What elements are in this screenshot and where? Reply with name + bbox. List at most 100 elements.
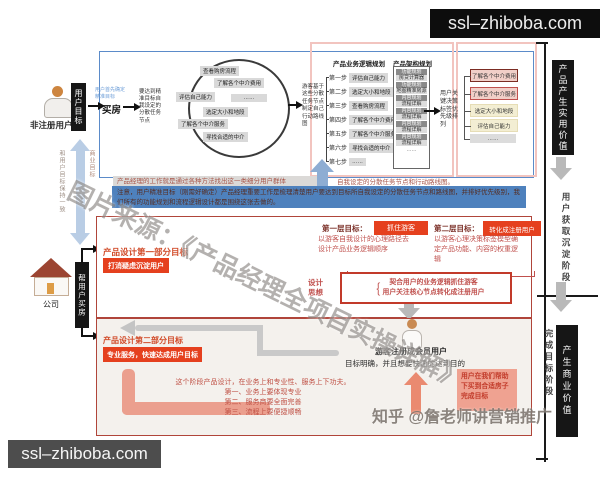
down-arrow-stem — [556, 157, 566, 168]
design-philosophy-text: 契合用户的业务逻辑抓住游客 用户关注核心节点转化成注册用户 — [383, 278, 485, 298]
route-hint: 游客基于这些分散任务节点制定自己行动路线图 — [302, 84, 325, 128]
priority-hint: 用户关键决策标签优先级排列 — [440, 91, 459, 129]
stage-axis-tick — [537, 295, 598, 297]
pm-work-note: 产品经理的工作就是通过各种方法找出这一类细分用户群体 — [113, 176, 319, 187]
arrow-goal-to-buy — [88, 102, 105, 110]
arch-tag: 功能规划 — [396, 82, 427, 88]
arch-value: 流程详解 — [396, 127, 427, 133]
red-up-arrow-stem — [411, 385, 421, 414]
arch-ellipsis: …… — [406, 147, 417, 153]
goal2-label: 第二层目标： — [434, 224, 479, 233]
gray-connector-segment — [257, 325, 263, 356]
top-flow-box — [99, 51, 534, 178]
task-nodes-hint: 要达到精准目标自我设定的分散任务节点 — [139, 89, 162, 124]
priority-chip: 选定大小和地段 — [465, 104, 518, 117]
watermark-bottom-left: ssl–zhiboba.com — [8, 440, 161, 468]
arch-value: 流程详解 — [396, 140, 427, 146]
down-arrow-head — [550, 168, 572, 180]
unregistered-user-label: 非注册用户 — [30, 120, 73, 130]
double-arrow-stem — [75, 151, 85, 233]
step-label: 第一步 — [329, 76, 348, 82]
brace-glyph: ｛ — [367, 281, 381, 297]
down-arrow-head — [398, 308, 420, 320]
self-set-note: 自我设定的分散任务节点和行动路线图。 — [337, 179, 454, 186]
philosophy-line2: 用户关注核心节点转化成注册用户 — [382, 289, 485, 296]
arch-tag: 功能规划 — [396, 69, 427, 75]
arch-item: 功能规划地图精准房源 — [396, 82, 427, 94]
priority-chip: 了解各个中介服务 — [465, 87, 518, 100]
arch-item: 内容规划流程详解 — [396, 134, 427, 146]
note-banner: 注意，用户精准目标（刚需好确定）产品经理重要工作是梳理清楚用户要达到目标所自我设… — [112, 186, 526, 208]
circle-task-chip: 查看购房流程 — [200, 66, 240, 76]
arch-tag: 内容规划 — [396, 121, 427, 127]
goal-complete-note: 用户在我们帮助下买到合适房子完成目标 — [457, 369, 517, 411]
arrow-arch-to-priority — [424, 107, 441, 115]
gray-connector-arrowhead — [120, 320, 135, 336]
arch-value: 地图精准房源 — [396, 88, 427, 94]
up-arrow-head — [310, 159, 334, 172]
person-body-icon — [402, 330, 422, 349]
unregistered-user-icon — [44, 86, 73, 118]
company-house-icon — [30, 258, 72, 296]
arch-tag: 内容规划 — [396, 108, 427, 114]
up-arrow-stem — [316, 172, 328, 187]
first-goal-hint: 用户首先确定精准目标 — [95, 87, 126, 100]
step-row: 第四步了解各个中介费用 — [325, 114, 400, 125]
desc-item: 第三、流程上要便捷顺畅 — [224, 409, 302, 416]
arch-item: 内容规划流程详解 — [396, 95, 427, 107]
circle-task-chip: 寻找合适的中介 — [203, 132, 248, 142]
align-user-goal-label: 和用户目标保持一致 — [58, 150, 64, 213]
arch-item: 功能规划房贷计算器 — [396, 69, 427, 81]
member-user-desc: 目标明确，并且想要快速的达到目的 — [345, 359, 465, 368]
up-arrow-icon — [310, 159, 334, 187]
stage-axis-line — [544, 42, 546, 462]
gray-connector-segment — [257, 350, 339, 356]
goal2-badge: 转化成注册用户 — [483, 221, 541, 236]
red-up-arrow-icon — [404, 372, 428, 414]
circle-task-chip: 了解各个中介服务 — [178, 119, 229, 129]
philosophy-line1: 契合用户的业务逻辑抓住游客 — [389, 279, 478, 287]
double-arrow-down — [70, 233, 90, 245]
down-arrow-stem — [404, 304, 414, 308]
circle-task-chip: 了解各个中介费用 — [214, 78, 265, 88]
step-row: 第二步选定大小和地段 — [326, 86, 394, 97]
design-philosophy-box: ｛ 契合用户的业务逻辑抓住游客 用户关注核心节点转化成注册用户 — [340, 272, 512, 304]
watermark-zhihu: 知乎 @詹老师讲营销推广 — [372, 409, 553, 426]
house-door-icon — [47, 283, 54, 294]
step-chip: 查看购房流程 — [349, 100, 389, 111]
down-arrow-icon — [398, 304, 420, 320]
house-roof-icon — [30, 258, 72, 277]
arch-tag: 内容规划 — [396, 95, 427, 101]
connector-down — [81, 327, 83, 337]
goal2-desc: 以游客心理决策标签模型确定产品功能、内容的权重逻辑 — [434, 236, 518, 264]
arch-item: 内容规划流程详解 — [396, 108, 427, 120]
member-user-icon — [402, 319, 422, 349]
business-goal-label: 商业目标 — [88, 150, 94, 178]
arch-value: 流程详解 — [396, 114, 427, 120]
step-chip: 寻找合适的中介 — [349, 142, 394, 153]
desc-item: 第一、业务上要体现专业 — [224, 389, 302, 396]
architecture-plan-title: 产品架构规划 — [393, 61, 432, 68]
goal1-badge: 抓住游客 — [374, 221, 428, 235]
circle-task-chip: 评估自己能力 — [176, 92, 216, 102]
circle-task-chip: 选定大小和地段 — [203, 107, 248, 117]
circle-task-chip: …… — [231, 94, 267, 102]
design-part1-badge: 打消疑虑沉淀用户 — [103, 258, 169, 273]
down-arrow-icon — [550, 157, 572, 180]
arch-item: 内容规划流程详解 — [396, 121, 427, 133]
down-arrow-icon — [550, 282, 572, 312]
step-label: 第六步 — [329, 146, 348, 152]
connector-up — [81, 249, 83, 263]
stage1-sub-label: 用户获取沉淀阶段 — [561, 192, 571, 284]
connector-up-arrow — [81, 245, 100, 253]
arch-value: 流程详解 — [396, 101, 427, 107]
step-chip: 了解各个中介服务 — [349, 128, 400, 139]
step-label: 第四步 — [329, 118, 348, 124]
stage2-value-box: 产生商业价值 — [556, 325, 578, 437]
step-row: 第一步评估自己能力 — [325, 72, 389, 83]
step-label: 第二步 — [329, 90, 348, 96]
arch-tag: 内容规划 — [396, 134, 427, 140]
member-user-title: 游客注册成会员用户 — [375, 347, 447, 356]
down-arrow-stem — [556, 282, 566, 300]
logic-highlight-frame — [310, 42, 454, 177]
